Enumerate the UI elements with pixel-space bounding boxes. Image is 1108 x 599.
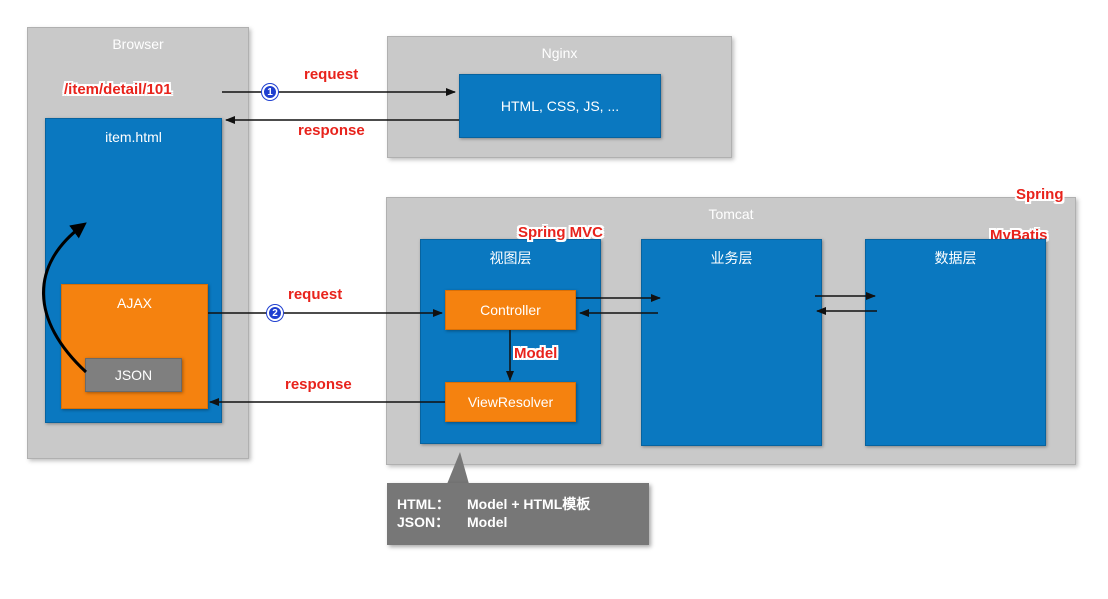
- note-json-key: JSON：: [397, 514, 450, 530]
- response-label-2: response: [285, 376, 352, 393]
- business-layer-box: 业务层: [641, 239, 822, 446]
- note-html-value: Model + HTML模板: [467, 496, 591, 512]
- business-layer-title: 业务层: [710, 250, 753, 266]
- request-label-2: request: [288, 286, 343, 303]
- tomcat-title: Tomcat: [708, 206, 754, 222]
- spring-mvc-label: Spring MVC: [518, 224, 603, 241]
- browser-title: Browser: [112, 36, 164, 52]
- nginx-static-resources: HTML, CSS, JS, ...: [459, 74, 661, 138]
- step-2-marker: 2: [267, 305, 283, 321]
- model-label: Model: [514, 345, 558, 362]
- note-line-html: HTML： Model + HTML模板: [397, 495, 639, 513]
- note-json-value: Model: [467, 514, 508, 530]
- nginx-title: Nginx: [541, 45, 578, 61]
- render-note-callout: HTML： Model + HTML模板 JSON： Model: [387, 483, 649, 545]
- json-box: JSON: [85, 358, 182, 392]
- ajax-title: AJAX: [116, 295, 152, 311]
- item-html-title: item.html: [105, 129, 162, 145]
- browser-url: /item/detail/101: [64, 81, 172, 98]
- view-layer-title: 视图层: [489, 250, 532, 266]
- data-layer-box: 数据层: [865, 239, 1046, 446]
- note-line-json: JSON： Model: [397, 513, 639, 531]
- data-layer-title: 数据层: [934, 250, 977, 266]
- spring-label: Spring: [1016, 186, 1064, 203]
- controller-box: Controller: [445, 290, 576, 330]
- response-label-1: response: [298, 122, 365, 139]
- note-html-key: HTML：: [397, 496, 450, 512]
- view-resolver-box: ViewResolver: [445, 382, 576, 422]
- request-label-1: request: [304, 66, 359, 83]
- step-1-marker: 1: [262, 84, 278, 100]
